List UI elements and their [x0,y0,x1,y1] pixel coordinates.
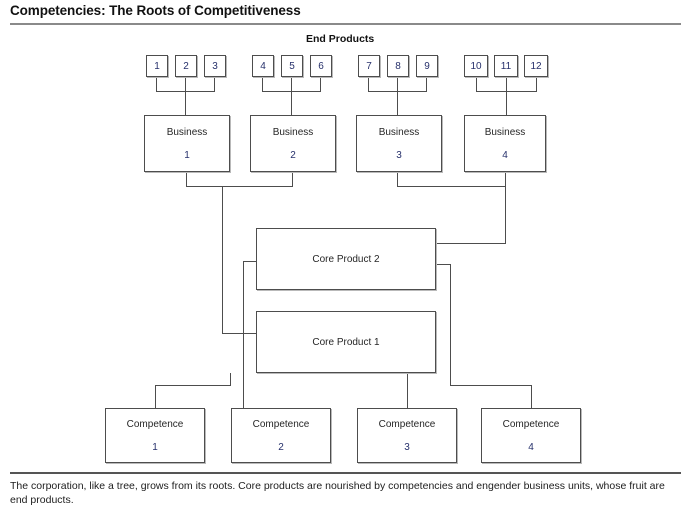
connector-bar-group-2 [262,91,321,92]
end-product-label: 3 [212,60,218,72]
end-product-box-2[interactable]: 2 [175,55,197,77]
competence-name: Competence [126,418,184,430]
end-product-box-10[interactable]: 10 [464,55,488,77]
connector-bar-business-34 [397,186,506,187]
business-number: 1 [184,149,190,161]
end-product-box-3[interactable]: 3 [204,55,226,77]
connector-trunk-right [505,186,506,244]
end-product-label: 12 [530,60,542,72]
connector-competence-3-stem [407,373,408,408]
connector-trunk-right-into-cp2 [436,243,506,244]
connector-business-4-down [505,172,506,186]
connector-cp1-bottom-bar [343,373,408,374]
end-product-label: 5 [289,60,295,72]
core-product-label: Core Product 2 [312,253,380,265]
connector-bar-group-4 [476,91,537,92]
end-product-label: 2 [183,60,189,72]
business-box-3[interactable]: Business 3 [356,115,442,172]
business-number: 4 [502,149,508,161]
connector-competence-4-stem [531,385,532,408]
connector-endproduct-3 [214,77,215,91]
connector-endproduct-4 [262,77,263,91]
end-product-box-8[interactable]: 8 [387,55,409,77]
connector-to-competence-4 [450,385,531,386]
competence-box-2[interactable]: Competence 2 [231,408,331,463]
connector-trunk-left-into-cp1 [222,333,258,334]
connector-cp2-right-out [436,264,450,265]
connector-business-3-down [397,172,398,186]
competence-box-1[interactable]: Competence 1 [105,408,205,463]
end-product-box-11[interactable]: 11 [494,55,518,77]
competence-name: Competence [378,418,436,430]
page-title: Competencies: The Roots of Competitivene… [10,3,301,18]
connector-competence-2-stem [243,373,244,408]
connector-endproduct-5 [291,77,292,115]
title-divider [10,23,681,25]
business-name: Business [378,126,420,138]
connector-endproduct-8 [397,77,398,115]
connector-endproduct-7 [368,77,369,91]
business-name: Business [166,126,208,138]
business-name: Business [272,126,314,138]
business-box-2[interactable]: Business 2 [250,115,336,172]
end-product-label: 10 [470,60,482,72]
connector-endproduct-9 [426,77,427,91]
competence-name: Competence [252,418,310,430]
connector-endproduct-6 [320,77,321,91]
caption-divider [10,472,681,474]
end-product-box-1[interactable]: 1 [146,55,168,77]
business-number: 3 [396,149,402,161]
end-product-box-6[interactable]: 6 [310,55,332,77]
end-product-box-9[interactable]: 9 [416,55,438,77]
business-box-4[interactable]: Business 4 [464,115,546,172]
connector-cp2-left-out [243,261,257,262]
core-product-box-2[interactable]: Core Product 2 [256,228,436,290]
connector-bar-group-1 [156,91,215,92]
connector-cp1-bottom-left [230,373,231,385]
end-product-label: 8 [395,60,401,72]
connector-endproduct-10 [476,77,477,91]
end-product-box-4[interactable]: 4 [252,55,274,77]
end-product-label: 9 [424,60,430,72]
figure-caption: The corporation, like a tree, grows from… [10,480,665,506]
connector-bar-group-3 [368,91,427,92]
end-product-box-5[interactable]: 5 [281,55,303,77]
connector-competence-1-stem [155,385,156,408]
connector-endproduct-2 [185,77,186,115]
competence-name: Competence [502,418,560,430]
connector-cp2-to-bottom [243,261,244,396]
competence-number: 4 [528,441,534,453]
business-number: 2 [290,149,296,161]
core-product-label: Core Product 1 [312,336,380,348]
core-product-box-1[interactable]: Core Product 1 [256,311,436,373]
connector-business-2-down [292,172,293,186]
connector-bar-business-12 [186,186,293,187]
end-product-label: 1 [154,60,160,72]
connector-endproduct-1 [156,77,157,91]
end-product-label: 6 [318,60,324,72]
connector-trunk-left [222,186,223,334]
end-product-box-7[interactable]: 7 [358,55,380,77]
connector-cp1-to-competence-1 [155,385,231,386]
end-product-label: 7 [366,60,372,72]
connector-cp2-right-down [450,264,451,385]
end-product-label: 11 [500,60,512,72]
end-product-box-12[interactable]: 12 [524,55,548,77]
connector-endproduct-11 [506,77,507,115]
business-box-1[interactable]: Business 1 [144,115,230,172]
competence-number: 2 [278,441,284,453]
connector-endproduct-12 [536,77,537,91]
end-product-label: 4 [260,60,266,72]
competence-number: 1 [152,441,158,453]
competence-box-3[interactable]: Competence 3 [357,408,457,463]
business-name: Business [484,126,526,138]
competence-box-4[interactable]: Competence 4 [481,408,581,463]
competence-number: 3 [404,441,410,453]
connector-business-1-down [186,172,187,186]
section-label-end-products: End Products [306,33,375,45]
